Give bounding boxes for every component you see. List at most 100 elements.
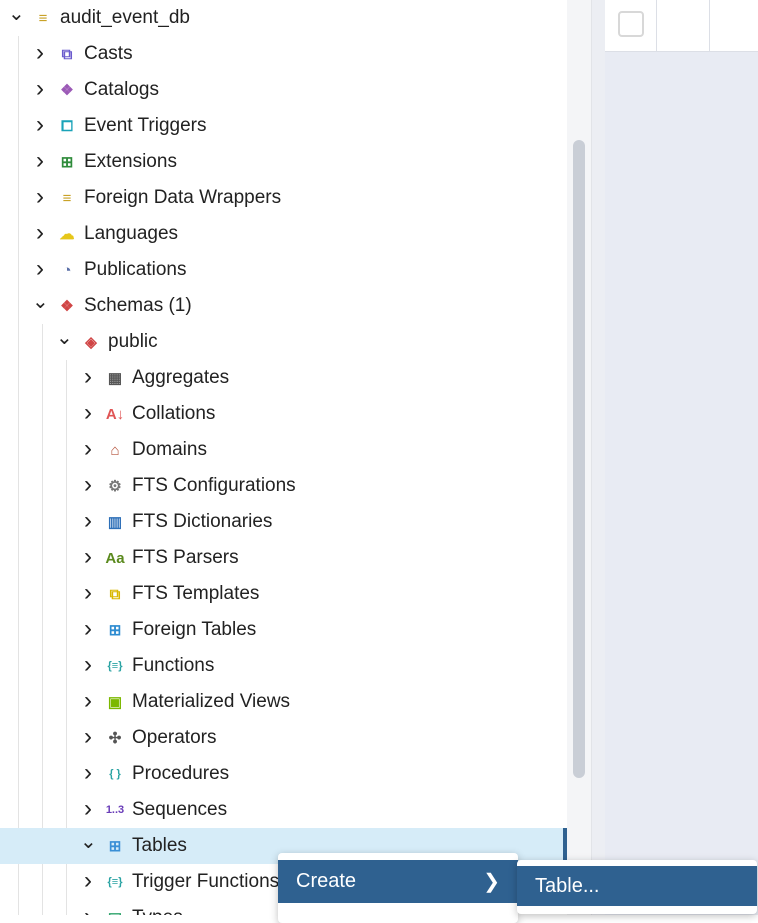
object-tree: ⌄≡audit_event_db›⧉Casts›❖Catalogs›⧠Event… xyxy=(0,0,567,916)
languages-icon: ☁ xyxy=(59,226,75,243)
tree-node-casts[interactable]: › ⧉ Casts xyxy=(0,36,567,72)
domains-icon: ⌂ xyxy=(110,441,120,459)
tree-node-extensions[interactable]: ›⊞Extensions xyxy=(0,144,567,180)
tree-node-foreign-tables[interactable]: ›⊞Foreign Tables xyxy=(0,612,567,648)
tree-node-schemas-1[interactable]: ⌄❖Schemas (1) xyxy=(0,288,567,324)
tree-node-label: Materialized Views xyxy=(132,691,291,712)
tree-node-label: audit_event_db xyxy=(60,7,190,28)
chevron-right-icon[interactable]: › xyxy=(84,362,92,390)
tree-node-publications[interactable]: › ◔ Publications xyxy=(0,252,567,288)
tree-node-label: Domains xyxy=(132,439,207,460)
chevron-right-icon[interactable]: › xyxy=(84,542,92,570)
tree-node-functions[interactable]: › {≡} Functions xyxy=(0,648,567,684)
chevron-right-icon[interactable]: › xyxy=(36,218,44,246)
tree-node-label: Casts xyxy=(84,43,133,64)
grid-header-cell[interactable] xyxy=(657,0,710,52)
tree-node-label: Languages xyxy=(84,223,179,244)
chevron-right-icon[interactable]: › xyxy=(36,38,44,66)
chevron-right-icon[interactable]: › xyxy=(84,722,92,750)
menu-item-label: Table... xyxy=(535,874,600,897)
chevron-right-icon[interactable]: › xyxy=(36,110,44,138)
tree-node-procedures[interactable]: ›{ }Procedures xyxy=(0,756,567,792)
tree-node-label: Trigger Functions xyxy=(132,871,280,892)
tree-node-trigger-functions[interactable]: › {≡} Trigger Functions xyxy=(0,864,567,900)
tree-node-fts-templates[interactable]: ›⧉FTS Templates xyxy=(0,576,567,612)
chevron-right-icon[interactable]: › xyxy=(84,866,92,894)
tree-node-label: Publications xyxy=(84,259,187,280)
chevron-right-icon[interactable]: › xyxy=(84,470,92,498)
tree-node-label: FTS Dictionaries xyxy=(132,511,273,532)
tree-node-public[interactable]: ⌄◈public xyxy=(0,324,567,360)
tree-node-label: Operators xyxy=(132,727,217,748)
select-all-checkbox[interactable] xyxy=(618,11,644,37)
tree-guide xyxy=(66,360,67,915)
procedures-icon: { } xyxy=(109,768,121,780)
publications-icon: ◔ xyxy=(62,261,72,279)
aggregates-icon: ▦ xyxy=(107,370,123,387)
tree-node-fts-dictionaries[interactable]: ›▥FTS Dictionaries xyxy=(0,504,567,540)
tree-node-label: Functions xyxy=(132,655,215,676)
context-menu: Create ❯ xyxy=(278,853,518,923)
content-panel xyxy=(605,0,758,915)
tree-node-foreign-data-wrappers[interactable]: ›≡Foreign Data Wrappers xyxy=(0,180,567,216)
sequences-icon: 1..3 xyxy=(105,804,125,816)
menu-item-table[interactable]: Table... xyxy=(517,866,757,906)
chevron-right-icon[interactable]: › xyxy=(36,74,44,102)
chevron-right-icon[interactable]: › xyxy=(84,650,92,678)
tree-node-materialized-views[interactable]: ›▣Materialized Views xyxy=(0,684,567,720)
chevron-down-icon[interactable]: ⌄ xyxy=(32,290,49,313)
chevron-right-icon[interactable]: › xyxy=(84,614,92,642)
tree-node-catalogs[interactable]: ›❖Catalogs xyxy=(0,72,567,108)
catalogs-icon: ❖ xyxy=(60,82,74,99)
chevron-down-icon[interactable]: ⌄ xyxy=(8,2,25,25)
chevron-right-icon[interactable]: › xyxy=(84,758,92,786)
chevron-down-icon[interactable]: ⌄ xyxy=(80,830,97,853)
scrollbar-thumb[interactable] xyxy=(573,140,585,778)
fts-configurations-icon: ⚙ xyxy=(108,478,122,495)
chevron-right-icon[interactable]: › xyxy=(84,434,92,462)
tree-node-domains[interactable]: › ⌂ Domains xyxy=(0,432,567,468)
foreign-tables-icon: ⊞ xyxy=(108,622,122,639)
casts-icon: ⧉ xyxy=(61,45,73,63)
menu-item-label: Create xyxy=(296,870,357,892)
chevron-right-icon[interactable]: › xyxy=(84,686,92,714)
tree-node-label: Collations xyxy=(132,403,216,424)
tree-node-label: Schemas (1) xyxy=(84,295,192,316)
tree-node-aggregates[interactable]: › ▦ Aggregates xyxy=(0,360,567,396)
database-icon: ≡ xyxy=(38,9,48,27)
chevron-right-icon[interactable]: › xyxy=(84,578,92,606)
panel-splitter[interactable] xyxy=(592,0,605,915)
chevron-right-icon[interactable]: › xyxy=(80,903,96,916)
tree-node-label: Types xyxy=(132,907,183,915)
fts-templates-icon: ⧉ xyxy=(109,585,121,603)
tree-node-label: Aggregates xyxy=(132,367,230,388)
schema-icon: ◈ xyxy=(85,334,97,351)
tree-node-label: Extensions xyxy=(84,151,177,172)
tables-icon: ⊞ xyxy=(108,838,122,855)
tree-node-collations[interactable]: ›A↓Collations xyxy=(0,396,567,432)
tree-node-audit-event-db[interactable]: ⌄ ≡ audit_event_db xyxy=(0,0,567,36)
chevron-right-icon[interactable]: › xyxy=(84,794,92,822)
menu-item-create[interactable]: Create ❯ xyxy=(278,860,518,903)
tree-node-types[interactable]: ›▣Types xyxy=(0,900,567,916)
chevron-right-icon[interactable]: › xyxy=(84,398,92,426)
chevron-right-icon[interactable]: › xyxy=(36,182,44,210)
chevron-right-icon[interactable]: › xyxy=(36,254,44,282)
tree-node-sequences[interactable]: › 1..3 Sequences xyxy=(0,792,567,828)
tree-node-languages[interactable]: › ☁ Languages xyxy=(0,216,567,252)
tree-node-fts-configurations[interactable]: ›⚙FTS Configurations xyxy=(0,468,567,504)
chevron-right-icon[interactable]: › xyxy=(84,506,92,534)
chevron-right-icon[interactable]: › xyxy=(36,146,44,174)
functions-icon: {≡} xyxy=(107,660,123,672)
operators-icon: ✣ xyxy=(108,730,122,747)
tree-node-label: Sequences xyxy=(132,799,228,820)
tree-node-operators[interactable]: › ✣ Operators xyxy=(0,720,567,756)
event-triggers-icon: ⧠ xyxy=(60,117,73,135)
trigger-functions-icon: {≡} xyxy=(107,876,123,888)
fts-parsers-icon: Aa xyxy=(105,549,125,567)
chevron-down-icon[interactable]: ⌄ xyxy=(56,326,73,349)
tree-guide xyxy=(42,324,43,915)
tree-node-event-triggers[interactable]: ›⧠Event Triggers xyxy=(0,108,567,144)
chevron-right-icon: ❯ xyxy=(483,871,500,893)
